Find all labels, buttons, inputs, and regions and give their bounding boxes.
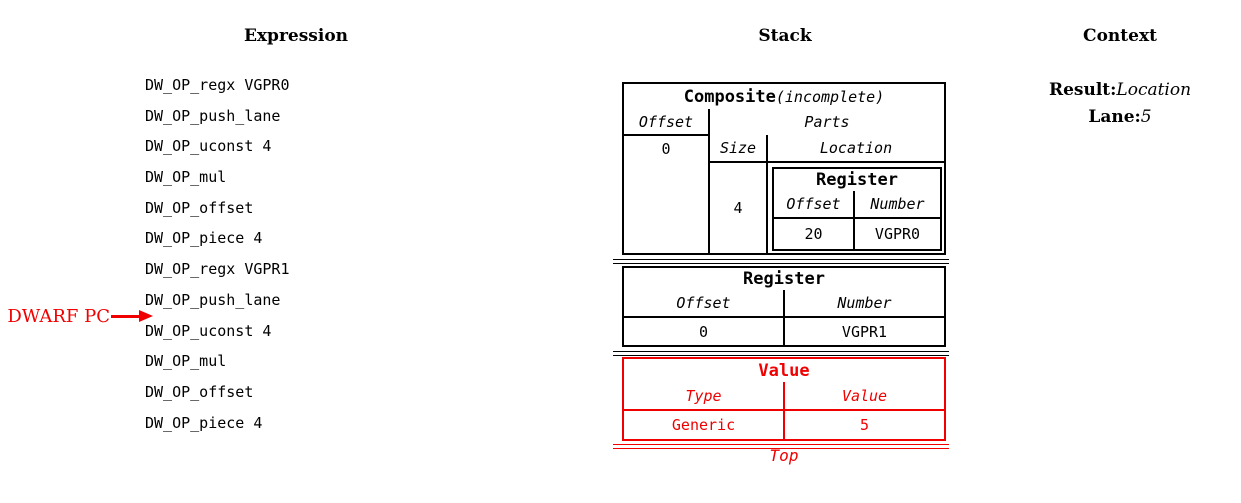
- context-column-header: Context: [1083, 26, 1157, 46]
- composite-offset-header: Offset: [624, 109, 708, 136]
- composite-size-value: 4: [710, 163, 768, 253]
- composite-title-row: Composite(incomplete): [624, 84, 944, 109]
- context-lane-value: 5: [1140, 107, 1152, 127]
- composite-parts-header: Parts: [804, 113, 850, 131]
- expression-column-header: Expression: [243, 26, 349, 46]
- composite-body: Offset 0 Parts Size Location 4 Register: [624, 109, 944, 253]
- composite-incomplete-note: (incomplete): [775, 87, 885, 106]
- dwarf-pc-arrow-line: [111, 315, 140, 318]
- composite-title: Composite: [683, 86, 776, 107]
- expression-op-12: DW_OP_piece 4: [145, 413, 263, 432]
- nested-register-title: Register: [816, 170, 898, 190]
- nested-register-value-row: 20 VGPR0: [774, 219, 940, 249]
- nested-register-number-header: Number: [870, 195, 925, 213]
- context-lane-line: Lane:5: [1088, 108, 1151, 126]
- expression-op-8: DW_OP_push_lane: [145, 290, 281, 309]
- nested-register-header-row: Offset Number: [774, 191, 940, 219]
- context-result-line: Result:Location: [1049, 81, 1191, 99]
- register-number-value: VGPR1: [841, 322, 888, 341]
- context-result-value: Location: [1116, 80, 1192, 100]
- composite-nested-register-table: Register Offset Number 20 VGPR0: [772, 167, 942, 251]
- expression-op-5: DW_OP_offset: [145, 198, 254, 217]
- stack-top-separator: [613, 444, 949, 449]
- expression-op-7: DW_OP_regx VGPR1: [145, 260, 290, 279]
- value-header-row: Type Value: [624, 382, 944, 411]
- expression-op-11: DW_OP_offset: [145, 382, 254, 401]
- stack-top-label: Top: [769, 446, 799, 465]
- register-number-header: Number: [837, 294, 892, 312]
- context-lane-label: Lane:: [1088, 107, 1141, 127]
- register-header-row: Offset Number: [624, 290, 944, 318]
- nested-register-offset-value: 20: [774, 219, 855, 249]
- composite-location-cell: Register Offset Number 20 VGPR0: [768, 163, 944, 253]
- composite-size-location-header-row: Size Location: [710, 135, 944, 163]
- dwarf-pc-arrow-icon: [139, 310, 153, 322]
- value-title: Value: [758, 360, 810, 381]
- expression-op-10: DW_OP_mul: [145, 352, 227, 371]
- expression-op-4: DW_OP_mul: [145, 168, 227, 187]
- stack-column-header: Stack: [758, 26, 812, 46]
- dwarf-pc-label: DWARF PC: [7, 306, 110, 327]
- value-type-value: Generic: [624, 411, 785, 439]
- register-value-row: 0 VGPR1: [624, 318, 944, 345]
- expression-op-3: DW_OP_uconst 4: [145, 137, 272, 156]
- stack-entry-value: Value Type Value Generic 5: [622, 357, 946, 441]
- register-offset-header: Offset: [624, 290, 785, 316]
- expression-op-9: DW_OP_uconst 4: [145, 321, 272, 340]
- composite-size-header: Size: [710, 135, 768, 161]
- expression-op-1: DW_OP_regx VGPR0: [145, 76, 290, 94]
- stack-separator-2: [613, 351, 949, 356]
- composite-location-header: Location: [819, 139, 893, 157]
- composite-part-row: 4 Register Offset Number 20 VGPR0: [710, 163, 944, 253]
- register-title: Register: [743, 269, 825, 289]
- value-value-row: Generic 5: [624, 411, 944, 439]
- value-type-header: Type: [624, 382, 785, 409]
- register-offset-value: 0: [624, 318, 785, 345]
- expression-list: DW_OP_regx VGPR0 DW_OP_push_lane DW_OP_u…: [145, 70, 290, 438]
- composite-offset-column: Offset 0: [624, 109, 710, 253]
- value-value-header: Value: [841, 386, 888, 405]
- expression-op-2: DW_OP_push_lane: [145, 106, 281, 125]
- context-result-label: Result:: [1048, 80, 1117, 100]
- stack-entry-register: Register Offset Number 0 VGPR1: [622, 266, 946, 347]
- nested-register-offset-header: Offset: [774, 191, 855, 217]
- stack-separator-1: [613, 259, 949, 264]
- value-value-value: 5: [859, 416, 870, 434]
- expression-op-6: DW_OP_piece 4: [145, 229, 263, 248]
- nested-register-number-value: VGPR0: [874, 225, 921, 243]
- composite-parts-column: Parts Size Location 4 Register Offset Nu…: [710, 109, 944, 253]
- composite-offset-value: 0: [661, 140, 671, 158]
- stack-entry-composite: Composite(incomplete) Offset 0 Parts Siz…: [622, 82, 946, 255]
